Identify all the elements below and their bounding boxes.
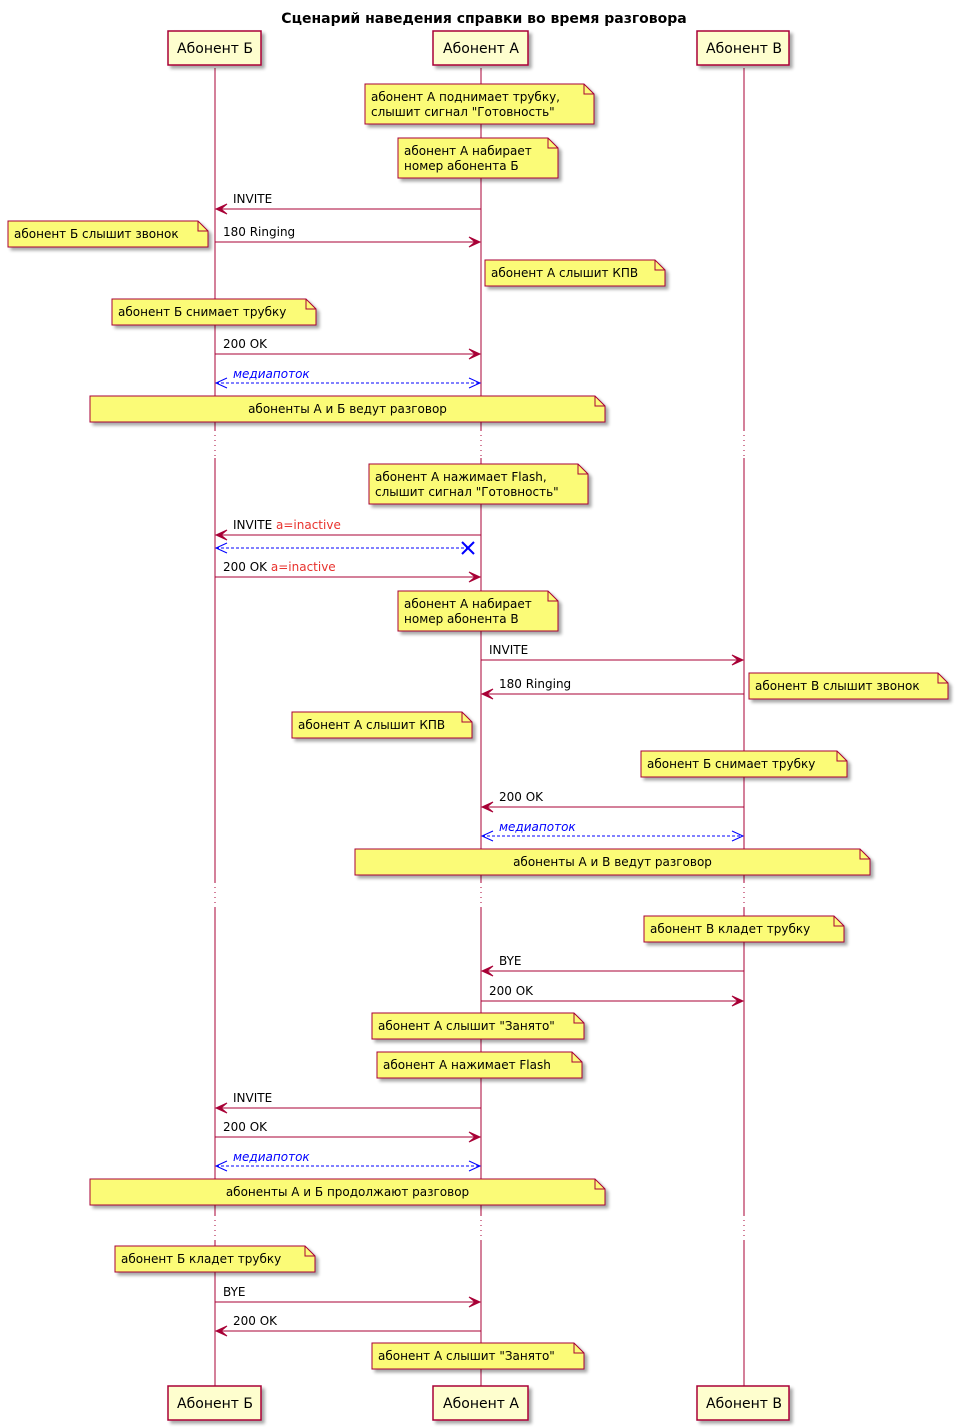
note-text: абоненты А и В ведут разговор [513,855,712,869]
note-text: абонент А набирает [404,597,532,611]
message-arrow: 200 OK [215,337,482,360]
note-text: абонент А набирает [404,144,532,158]
media-terminated-arrow [214,541,475,555]
participants: Абонент Б Абонент Б Абонент А Абонент А Абон… [167,30,790,1421]
note: абонент Б слышит звонок [7,220,209,248]
note-text: абонент Б снимает трубку [647,757,815,771]
note: абонент А слышит "Занято" [371,1012,585,1040]
message-label: BYE [223,1285,246,1299]
lifelines [214,68,745,1386]
message-arrow: 200 OK [215,1120,482,1143]
participant-label: Абонент А [443,1396,519,1412]
message-arrow: BYE [480,954,744,977]
participant-label: Абонент Б [177,41,253,57]
participant-label: Абонент Б [177,1396,253,1412]
participant-a-top: Абонент А [432,30,529,66]
note-text: абонент А слышит КПВ [491,266,638,280]
note-text: абоненты А и Б продолжают разговор [226,1185,469,1199]
message-arrow: 180 Ringing [480,677,744,700]
note: абонент А нажимает Flash [376,1051,583,1079]
message-label: 200 OK [223,1120,268,1134]
sdp-attribute: a=inactive [267,560,336,574]
message-arrow: 200 OK [480,790,744,813]
note-text: абонент А нажимает Flash [383,1058,551,1072]
message-label: INVITE a=inactive [233,518,341,532]
participant-b-bottom: Абонент Б [167,1385,262,1421]
message-label: INVITE [233,1091,272,1105]
message-arrow: BYE [215,1285,482,1308]
message-label: INVITE [233,192,272,206]
participant-v-top: Абонент В [696,30,790,66]
note-text: абонент А слышит "Занято" [378,1019,555,1033]
note: абонент А слышит "Занято" [371,1342,585,1370]
media-arrow: медиапоток [214,1150,482,1172]
note-text: абонент Б снимает трубку [118,305,286,319]
note: абоненты А и В ведут разговор [354,848,871,876]
note-text: абонент А поднимает трубку, [371,90,560,104]
note-text: абонент А слышит КПВ [298,718,445,732]
note: абонент Б кладет трубку [114,1245,316,1273]
note: абонент А нажимает Flash,слышит сигнал "… [368,463,589,505]
message-label: 200 OK a=inactive [223,560,336,574]
participant-v-bottom: Абонент В [696,1385,790,1421]
message-label: INVITE [489,643,528,657]
message-label: 200 OK [489,984,534,998]
diagram-title: Сценарий наведения справки во время разг… [281,11,686,27]
message-label: 200 OK [223,337,268,351]
note: абонент А слышит КПВ [484,259,666,287]
message-arrow: INVITE [214,1091,481,1114]
message-arrow: 200 OK [481,984,745,1007]
message-arrow: 200 OK [214,1314,481,1337]
participant-b-top: Абонент Б [167,30,262,66]
message-arrow: 180 Ringing [215,225,482,248]
message-arrow: INVITE [214,192,481,215]
message-arrow: 200 OK a=inactive [215,560,482,583]
media-arrow: медиапоток [480,820,745,842]
message-arrow: INVITE a=inactive [214,518,481,541]
participant-label: Абонент В [706,1396,782,1412]
message-label: 180 Ringing [499,677,571,691]
note: абонент Б снимает трубку [111,298,317,326]
note: абонент А поднимает трубку,слышит сигнал… [364,83,595,125]
note: абоненты А и Б продолжают разговор [89,1178,606,1206]
sdp-attribute: a=inactive [272,518,341,532]
note-text: абонент А нажимает Flash, [375,470,547,484]
message-label: BYE [499,954,522,968]
note-text: номер абонента Б [404,159,519,173]
participant-label: Абонент В [706,41,782,57]
media-arrow: медиапоток [214,367,482,389]
message-label: 180 Ringing [223,225,295,239]
note-text: абонент Б кладет трубку [121,1252,281,1266]
note: абонент Б снимает трубку [640,750,848,778]
media-label: медиапоток [233,367,310,381]
message-label: 200 OK [233,1314,278,1328]
note: абонент А слышит КПВ [291,711,473,739]
note: абоненты А и Б ведут разговор [89,395,606,423]
note-text: слышит сигнал "Готовность" [371,105,555,119]
media-label: медиапоток [499,820,576,834]
note-text: номер абонента В [404,612,519,626]
steps: абонент А поднимает трубку,слышит сигнал… [7,83,949,1370]
message-arrow: INVITE [481,643,745,666]
note: абонент В кладет трубку [643,915,845,943]
note-text: абонент А слышит "Занято" [378,1349,555,1363]
participant-a-bottom: Абонент А [432,1385,529,1421]
media-label: медиапоток [233,1150,310,1164]
note-text: абоненты А и Б ведут разговор [248,402,447,416]
message-label: 200 OK [499,790,544,804]
note-text: слышит сигнал "Готовность" [375,485,559,499]
participant-label: Абонент А [443,41,519,57]
note: абонент В слышит звонок [748,672,949,700]
note-text: абонент В слышит звонок [755,679,920,693]
note-text: абонент В кладет трубку [650,922,810,936]
note-text: абонент Б слышит звонок [14,227,179,241]
